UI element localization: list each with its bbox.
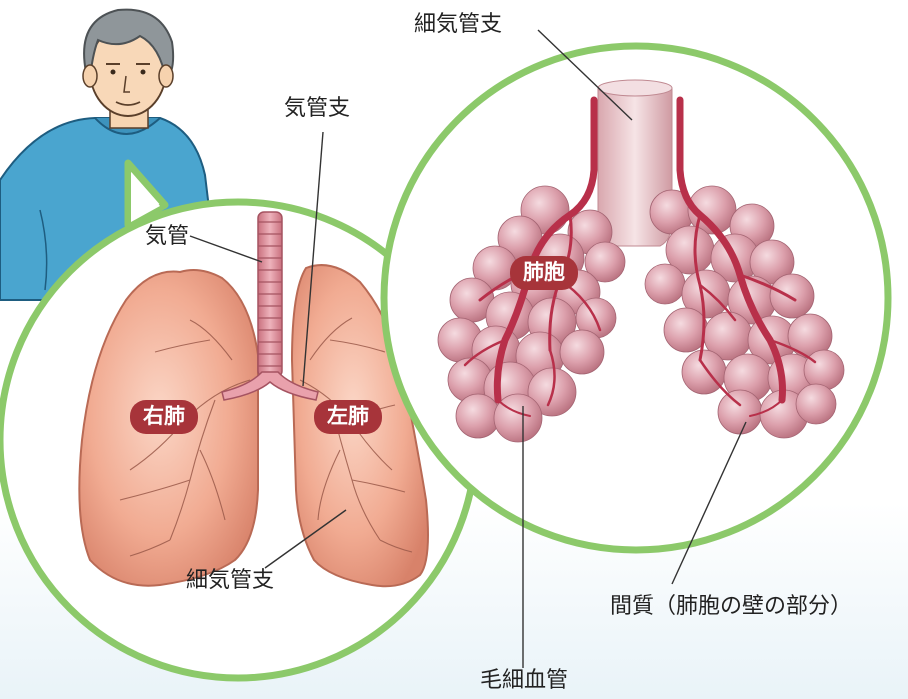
bronchi-label: 気管支 bbox=[284, 98, 350, 120]
interstitium-label: 間質（肺胞の壁の部分） bbox=[610, 596, 852, 618]
left-lung-tag: 左肺 bbox=[314, 400, 382, 434]
trachea-label: 気管 bbox=[145, 226, 189, 248]
bronchioles-lung-label: 細気管支 bbox=[186, 570, 274, 592]
alveolus-sac bbox=[718, 390, 762, 434]
bronchioles-zoom-label: 細気管支 bbox=[414, 14, 502, 36]
alveoli-tag: 肺胞 bbox=[510, 256, 578, 290]
alveolus-sac bbox=[770, 274, 814, 318]
alveolus-sac bbox=[804, 350, 844, 390]
alveolus-sac bbox=[796, 384, 836, 424]
alveolus-sac bbox=[456, 394, 500, 438]
alveolus-sac bbox=[645, 264, 685, 304]
right-lung-tag: 右肺 bbox=[130, 400, 198, 434]
capillaries-label: 毛細血管 bbox=[480, 670, 568, 692]
alveoli-callout bbox=[384, 46, 888, 550]
alveolus-sac bbox=[560, 330, 604, 374]
